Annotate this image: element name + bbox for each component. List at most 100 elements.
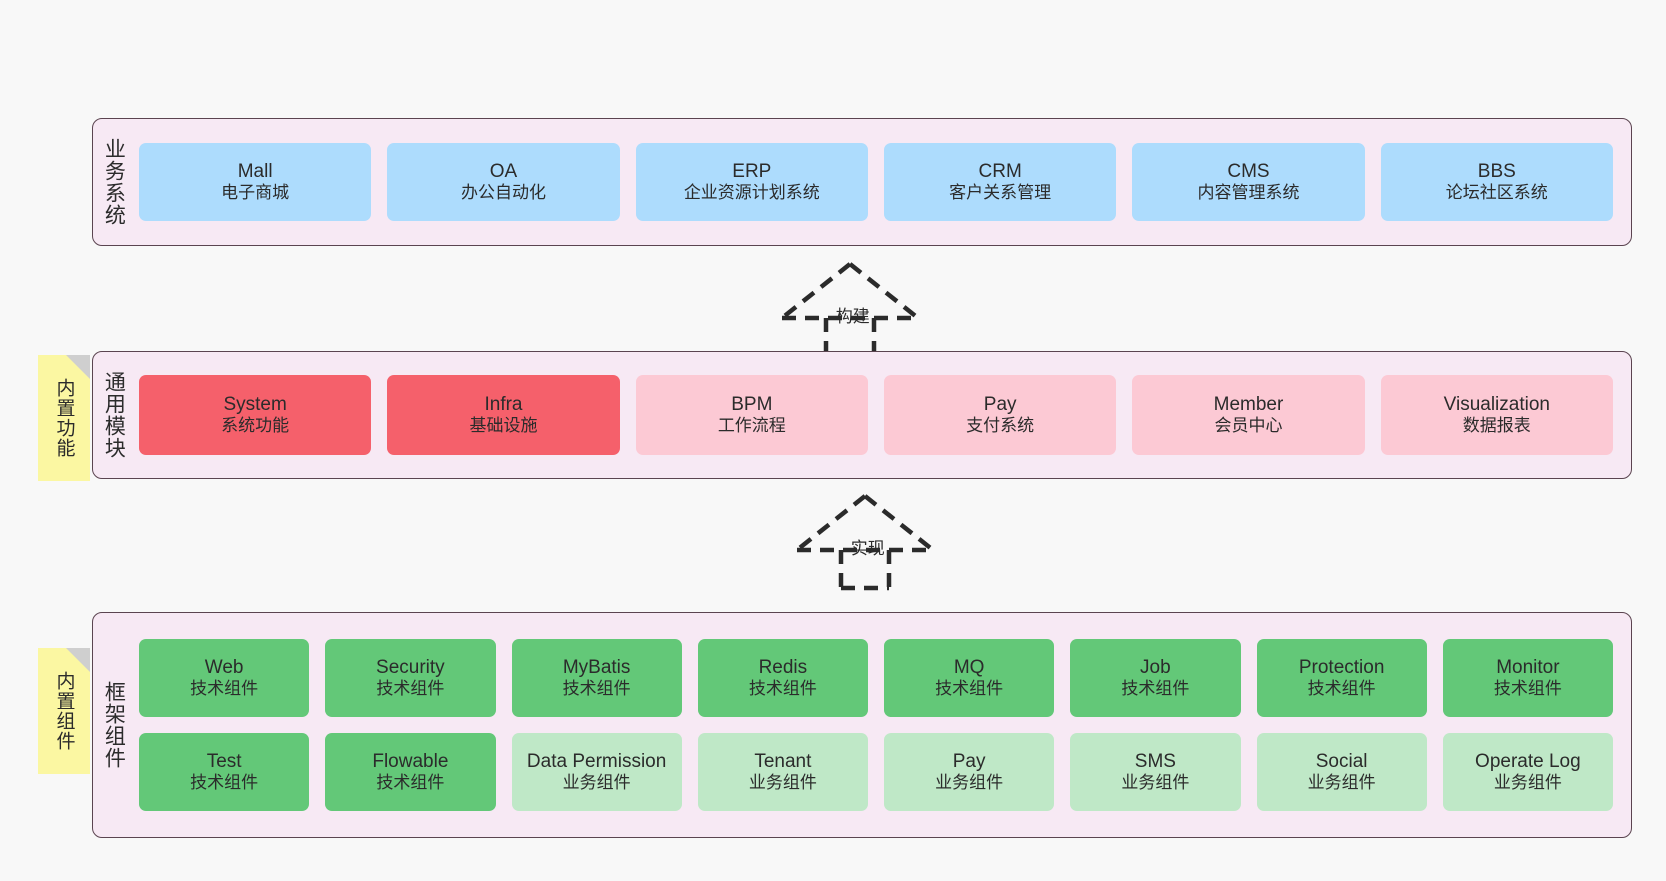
node-mq[interactable]: MQ 技术组件 (884, 639, 1055, 717)
node-security[interactable]: Security 技术组件 (325, 639, 496, 717)
node-redis-name: Redis (758, 657, 808, 679)
node-member[interactable]: Member 会员中心 (1132, 375, 1365, 455)
node-security-desc: 技术组件 (376, 679, 445, 699)
node-social-desc: 业务组件 (1307, 773, 1376, 793)
connector-implement-label: 实现 (850, 539, 885, 558)
node-test-desc: 技术组件 (190, 773, 259, 793)
node-protection-name: Protection (1298, 657, 1385, 679)
node-test-name: Test (206, 751, 242, 773)
node-system-name: System (223, 394, 287, 416)
connector-build: 构建 (770, 258, 930, 359)
node-data-permission-desc: 业务组件 (562, 773, 631, 793)
connector-implement: 实现 (785, 490, 945, 591)
node-sms[interactable]: SMS 业务组件 (1070, 733, 1241, 811)
node-mq-desc: 技术组件 (935, 679, 1004, 699)
node-mybatis[interactable]: MyBatis 技术组件 (511, 639, 682, 717)
node-infra-name: Infra (484, 394, 523, 416)
node-crm-desc: 客户关系管理 (949, 183, 1052, 203)
sticky-builtin-features-label: 内置功能 (53, 378, 75, 458)
node-tenant[interactable]: Tenant 业务组件 (697, 733, 868, 811)
node-operate-log-name: Operate Log (1475, 751, 1581, 773)
node-test[interactable]: Test 技术组件 (139, 733, 310, 811)
node-sms-desc: 业务组件 (1121, 773, 1190, 793)
layer-common-modules-title: 通用模块 (102, 371, 126, 459)
sticky-builtin-features: 内置功能 (38, 355, 90, 481)
node-protection[interactable]: Protection 技术组件 (1256, 639, 1427, 717)
node-mall-desc: 电子商城 (221, 183, 290, 203)
sticky-fold-icon (66, 648, 90, 672)
node-mybatis-desc: 技术组件 (562, 679, 631, 699)
node-flowable[interactable]: Flowable 技术组件 (325, 733, 496, 811)
node-mall[interactable]: Mall 电子商城 (139, 143, 372, 221)
node-web[interactable]: Web 技术组件 (139, 639, 310, 717)
node-monitor-desc: 技术组件 (1493, 679, 1562, 699)
node-bpm-name: BPM (731, 394, 773, 416)
layer-framework-components: 框架组件 Web 技术组件 Security 技术组件 MyBatis 技术组件… (92, 612, 1632, 838)
node-monitor[interactable]: Monitor 技术组件 (1442, 639, 1613, 717)
node-web-name: Web (204, 657, 244, 679)
node-tenant-desc: 业务组件 (748, 773, 817, 793)
node-operate-log[interactable]: Operate Log 业务组件 (1442, 733, 1613, 811)
node-oa-desc: 办公自动化 (460, 183, 546, 203)
node-flowable-name: Flowable (372, 751, 449, 773)
layer-business-system-title: 业务系统 (102, 138, 126, 226)
node-social[interactable]: Social 业务组件 (1256, 733, 1427, 811)
node-system-desc: 系统功能 (221, 416, 290, 436)
node-bbs[interactable]: BBS 论坛社区系统 (1380, 143, 1613, 221)
node-operate-log-desc: 业务组件 (1493, 773, 1562, 793)
node-pay-module-name: Pay (983, 394, 1017, 416)
node-oa[interactable]: OA 办公自动化 (387, 143, 620, 221)
node-security-name: Security (376, 657, 445, 679)
node-tenant-name: Tenant (754, 751, 812, 773)
node-cms-name: CMS (1227, 161, 1270, 183)
node-data-permission[interactable]: Data Permission 业务组件 (511, 733, 682, 811)
node-erp-desc: 企业资源计划系统 (683, 183, 820, 203)
common-modules-row: System 系统功能 Infra 基础设施 BPM 工作流程 Pay 支付系统… (139, 375, 1613, 455)
node-job-desc: 技术组件 (1121, 679, 1190, 699)
node-system[interactable]: System 系统功能 (139, 375, 372, 455)
node-infra[interactable]: Infra 基础设施 (387, 375, 620, 455)
node-visualization[interactable]: Visualization 数据报表 (1380, 375, 1613, 455)
node-monitor-name: Monitor (1496, 657, 1560, 679)
node-cms-desc: 内容管理系统 (1197, 183, 1300, 203)
connector-build-label: 构建 (835, 307, 870, 326)
node-pay-module[interactable]: Pay 支付系统 (883, 375, 1117, 455)
node-oa-name: OA (489, 161, 518, 183)
sticky-builtin-components: 内置组件 (38, 648, 90, 774)
node-member-name: Member (1213, 394, 1284, 416)
layer-framework-components-body: Web 技术组件 Security 技术组件 MyBatis 技术组件 Redi… (133, 613, 1631, 837)
layer-business-system: 业务系统 Mall 电子商城 OA 办公自动化 ERP 企业资源计划系统 CRM… (92, 118, 1632, 246)
layer-common-modules: 通用模块 System 系统功能 Infra 基础设施 BPM 工作流程 Pay… (92, 351, 1632, 479)
node-mall-name: Mall (237, 161, 273, 183)
node-data-permission-name: Data Permission (526, 751, 667, 773)
node-protection-desc: 技术组件 (1307, 679, 1376, 699)
node-social-name: Social (1315, 751, 1368, 773)
node-pay-component[interactable]: Pay 业务组件 (884, 733, 1055, 811)
node-redis-desc: 技术组件 (748, 679, 817, 699)
node-redis[interactable]: Redis 技术组件 (697, 639, 868, 717)
node-mybatis-name: MyBatis (562, 657, 631, 679)
node-bpm[interactable]: BPM 工作流程 (635, 375, 868, 455)
node-erp-name: ERP (732, 161, 772, 183)
business-system-row: Mall 电子商城 OA 办公自动化 ERP 企业资源计划系统 CRM 客户关系… (139, 143, 1613, 221)
node-sms-name: SMS (1134, 751, 1176, 773)
node-pay-component-desc: 业务组件 (935, 773, 1004, 793)
node-cms[interactable]: CMS 内容管理系统 (1132, 143, 1365, 221)
node-bbs-desc: 论坛社区系统 (1445, 183, 1548, 203)
node-erp[interactable]: ERP 企业资源计划系统 (635, 143, 868, 221)
node-pay-component-name: Pay (952, 751, 986, 773)
node-visualization-name: Visualization (1443, 394, 1550, 416)
node-bpm-desc: 工作流程 (717, 416, 786, 436)
node-pay-module-desc: 支付系统 (966, 416, 1035, 436)
node-job-name: Job (1140, 657, 1171, 679)
node-web-desc: 技术组件 (190, 679, 259, 699)
node-mq-name: MQ (953, 657, 985, 679)
node-bbs-name: BBS (1477, 161, 1516, 183)
node-infra-desc: 基础设施 (469, 416, 538, 436)
node-crm-name: CRM (978, 161, 1022, 183)
node-visualization-desc: 数据报表 (1462, 416, 1531, 436)
node-job[interactable]: Job 技术组件 (1070, 639, 1241, 717)
layer-common-modules-body: System 系统功能 Infra 基础设施 BPM 工作流程 Pay 支付系统… (133, 352, 1631, 478)
node-crm[interactable]: CRM 客户关系管理 (883, 143, 1117, 221)
